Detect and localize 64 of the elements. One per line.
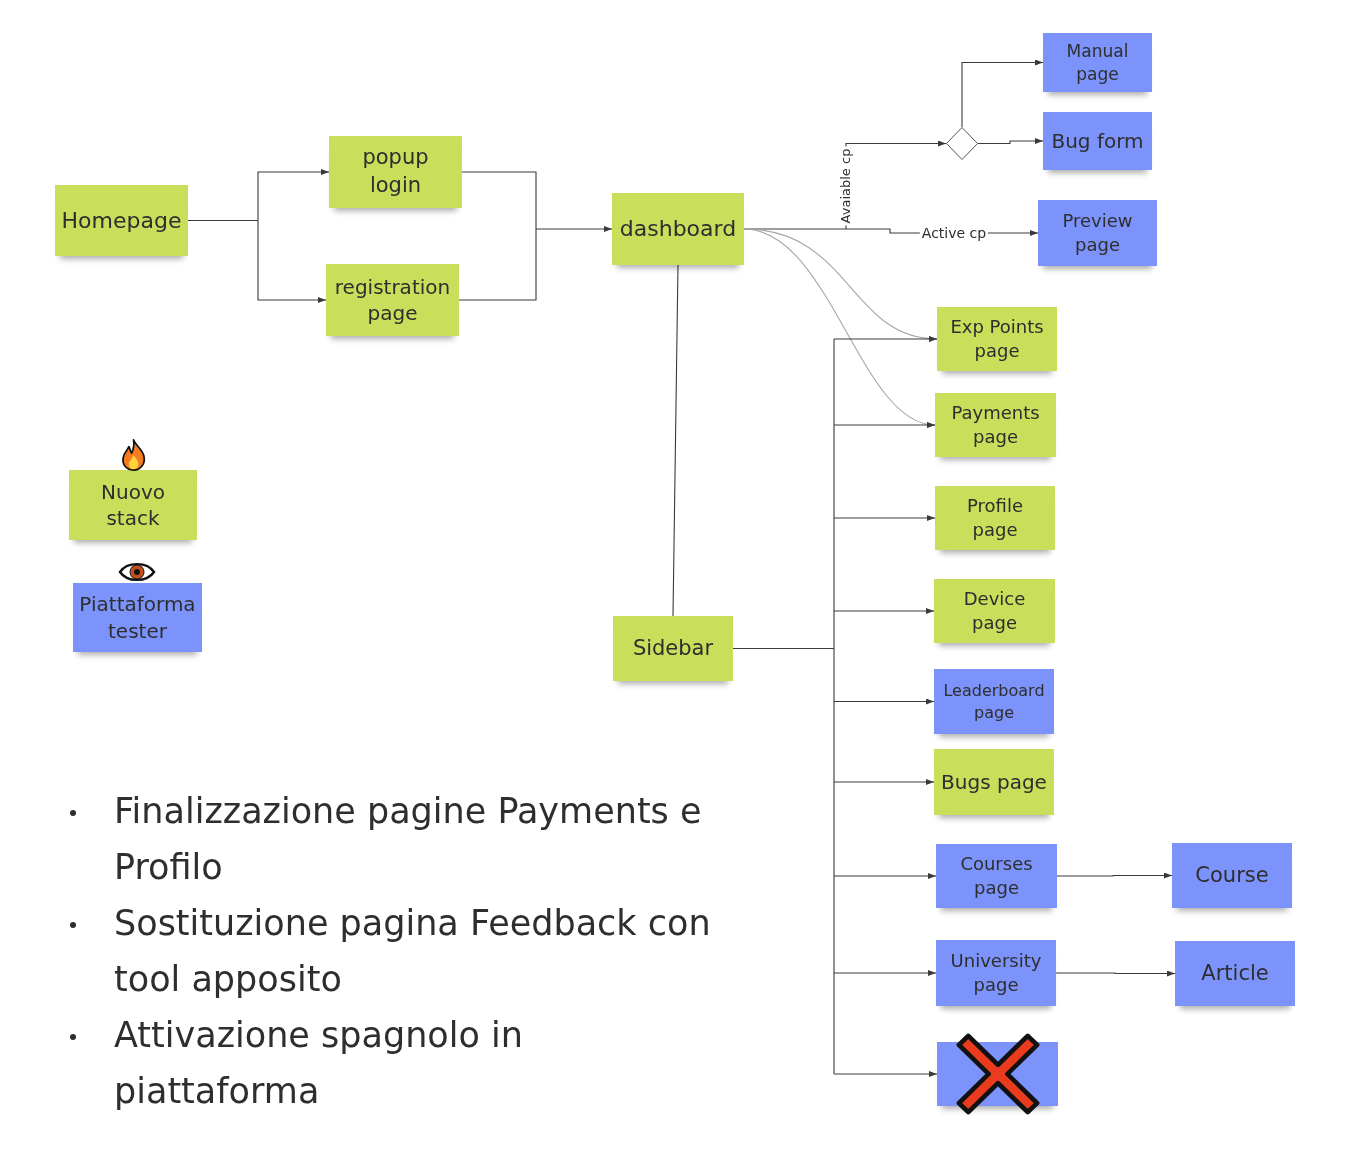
sticky-note: [1038, 200, 1157, 266]
node-label: Exp Points page: [949, 315, 1045, 363]
node-label: dashboard: [619, 215, 737, 244]
arrow: [833, 698, 935, 705]
sticky-note: [936, 844, 1057, 908]
node-label: Bugs page: [941, 768, 1047, 796]
arrow: [961, 59, 1044, 128]
arrow: [833, 779, 935, 785]
node-label: Sidebar: [632, 634, 714, 662]
connector-line: [187, 219, 259, 222]
sticky-note: [1175, 941, 1295, 1006]
sticky-note: [934, 669, 1054, 734]
connector-line: [461, 171, 537, 230]
list-item-text: Attivazione spagnolo in piattaforma: [114, 1014, 524, 1113]
sticky-note: [934, 579, 1055, 643]
sticky-note: [1172, 843, 1292, 908]
node-label: Bug form: [1051, 127, 1144, 155]
decision-diamond: [946, 127, 978, 160]
arrow: [977, 138, 1044, 145]
arrow: [257, 219, 327, 303]
edge-label: Active cp: [919, 225, 989, 241]
sticky-note: [1043, 112, 1152, 170]
sticky-note: [935, 393, 1056, 457]
arrow: [257, 169, 330, 222]
node-label: registration page: [333, 273, 452, 327]
sticky-note: [55, 185, 188, 256]
node-label: Courses page: [959, 852, 1034, 900]
node-label: popup login: [361, 144, 430, 199]
sticky-note: [612, 193, 744, 265]
sticky-note: [1043, 33, 1152, 92]
node-label: Payments page: [950, 401, 1041, 449]
arrow: [833, 422, 936, 428]
arrow: [535, 226, 613, 232]
connector-line: [743, 228, 847, 230]
sticky-note: [613, 616, 733, 681]
arrow: [833, 608, 935, 614]
node-label: Leaderboard page: [942, 680, 1046, 723]
list-item-text: Sostituzione pagina Feedback con tool apposito: [114, 902, 712, 1001]
node-label: University page: [949, 949, 1043, 997]
sticky-note: [326, 264, 459, 336]
connector-line: [458, 228, 537, 301]
sticky-note: [934, 749, 1054, 815]
edge-label: Avaiable cp: [838, 146, 854, 226]
arrow: [833, 515, 936, 521]
arrow: [1056, 872, 1173, 879]
sticky-note: [935, 486, 1055, 550]
node-label: Article: [1201, 959, 1269, 987]
connector-line: [672, 264, 679, 617]
sticky-note: [937, 307, 1057, 371]
list-item-text: Finalizzazione pagine Payments e Profilo: [114, 790, 703, 889]
node-label: Manual page: [1065, 40, 1130, 85]
node-label: Profile page: [966, 494, 1024, 542]
legend-label: Piattaforma tester: [78, 591, 197, 644]
sticky-note: [936, 940, 1056, 1006]
legend-label: Nuovo stack: [100, 478, 166, 532]
node-label: Preview page: [1061, 209, 1134, 257]
arrow: [833, 1071, 938, 1077]
node-label: Homepage: [61, 207, 182, 235]
arrow: [833, 970, 937, 976]
node-label: Device page: [962, 587, 1027, 635]
arrow: [1055, 970, 1176, 977]
arrow: [833, 873, 937, 879]
node-label: Course: [1195, 861, 1269, 889]
sticky-note: [329, 136, 462, 208]
